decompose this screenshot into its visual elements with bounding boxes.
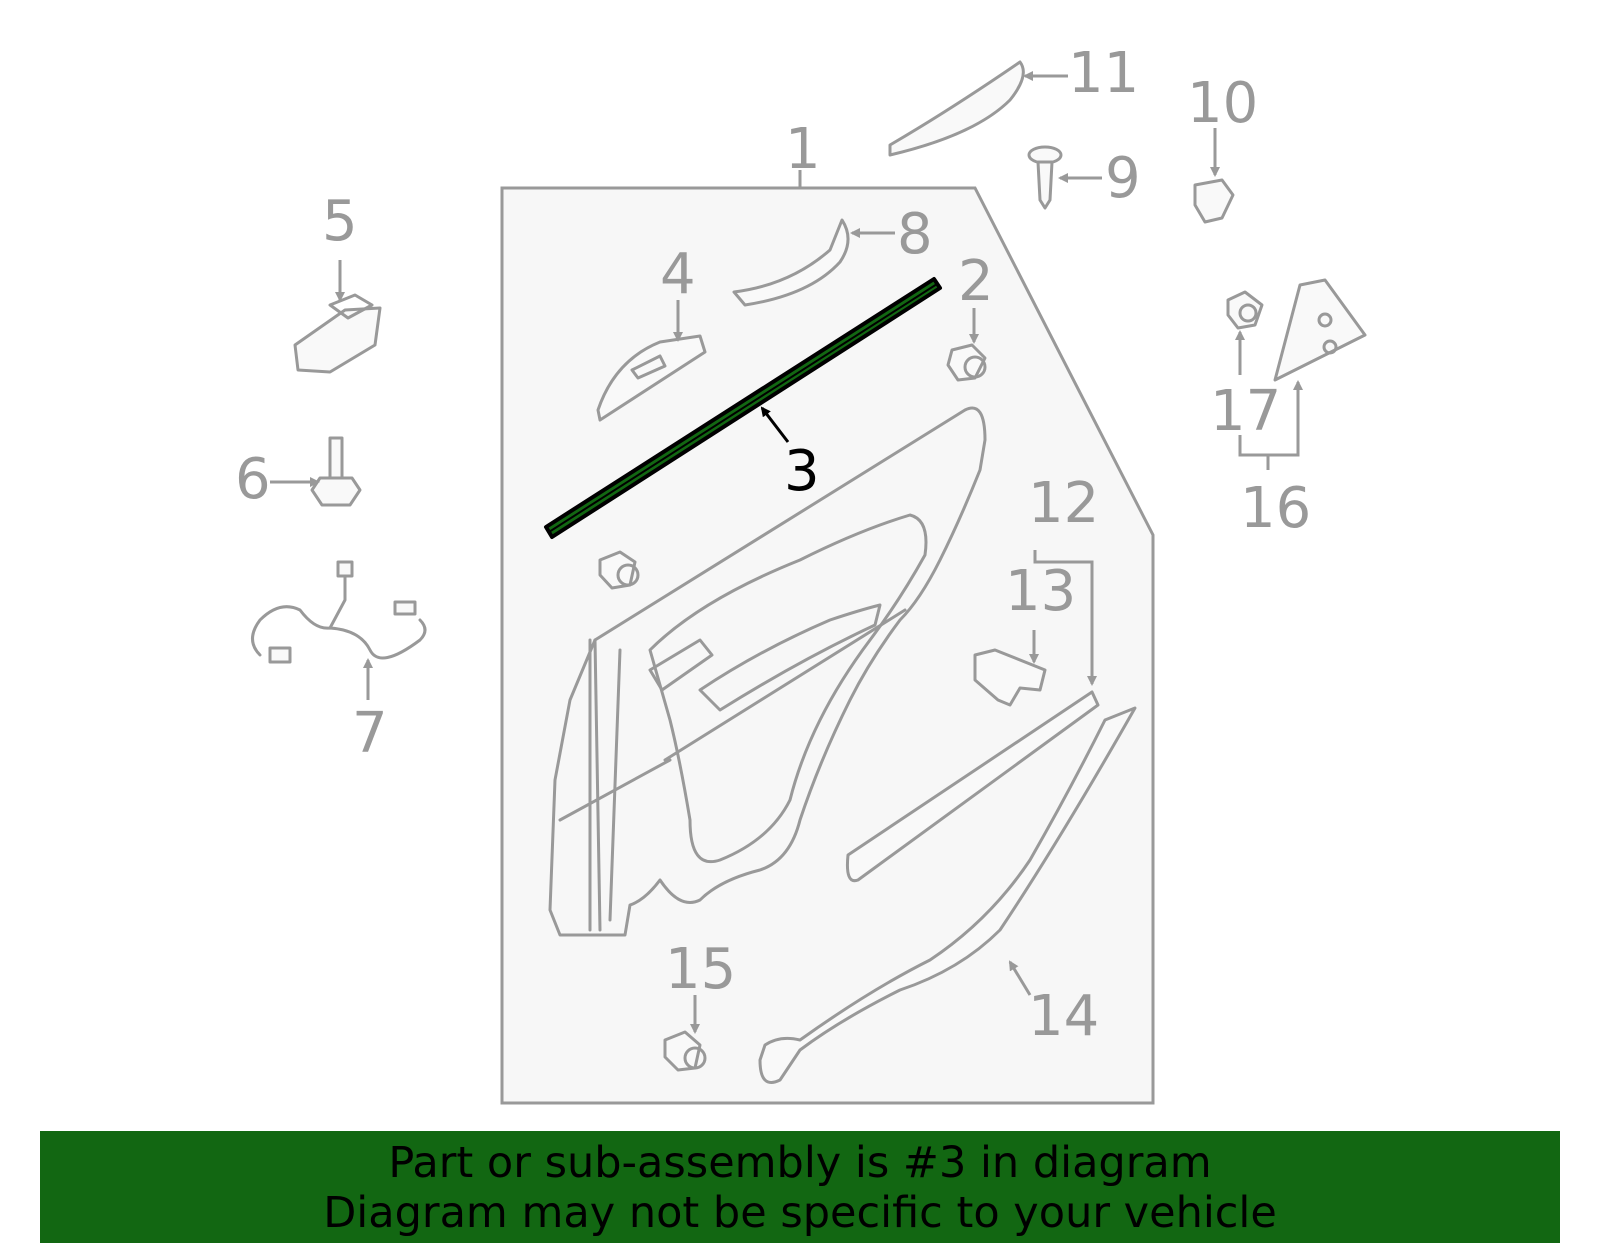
callout-10: 10 bbox=[1187, 71, 1258, 136]
part-14-garnish bbox=[758, 706, 1137, 1084]
part-9-screw bbox=[1027, 145, 1063, 210]
part-6-bolt bbox=[310, 436, 362, 507]
door-trim-panel bbox=[548, 406, 987, 937]
banner-line-1: Part or sub-assembly is #3 in diagram bbox=[388, 1138, 1212, 1188]
callout-8: 8 bbox=[897, 202, 933, 267]
part-4-bezel bbox=[596, 334, 707, 422]
part-10-nut bbox=[1193, 178, 1235, 224]
callout-15: 15 bbox=[665, 937, 736, 1002]
callout-11: 11 bbox=[1068, 41, 1139, 106]
callout-12: 12 bbox=[1028, 471, 1099, 536]
part-17-clip bbox=[1226, 290, 1264, 330]
callout-14: 14 bbox=[1028, 984, 1099, 1049]
clip-inside-panel bbox=[598, 550, 640, 590]
part-5-switch bbox=[293, 293, 382, 374]
part-13-clip bbox=[973, 648, 1047, 707]
callout-2: 2 bbox=[958, 249, 994, 314]
part-7-harness bbox=[251, 560, 427, 664]
callout-17: 17 bbox=[1210, 379, 1281, 444]
callout-1: 1 bbox=[785, 117, 821, 182]
part-8-trim bbox=[732, 218, 850, 307]
callout-16: 16 bbox=[1240, 476, 1311, 541]
callout-9: 9 bbox=[1105, 146, 1141, 211]
callout-5: 5 bbox=[322, 189, 358, 254]
part-15-clip bbox=[663, 1030, 707, 1072]
banner-line-2: Diagram may not be specific to your vehi… bbox=[323, 1188, 1277, 1238]
info-banner: Part or sub-assembly is #3 in diagram Di… bbox=[40, 1131, 1560, 1243]
part-2-clip bbox=[946, 343, 987, 382]
part-3-belt-weatherstrip[interactable] bbox=[544, 277, 942, 539]
callout-13: 13 bbox=[1005, 559, 1076, 624]
part-16-bracket bbox=[1273, 278, 1367, 382]
callout-6: 6 bbox=[235, 447, 271, 512]
callout-7: 7 bbox=[352, 701, 388, 766]
part-12-moulding bbox=[846, 690, 1100, 883]
assembly-panel bbox=[500, 186, 1155, 1105]
callout-4: 4 bbox=[660, 242, 696, 307]
callout-3: 3 bbox=[784, 439, 820, 504]
part-11-trim bbox=[888, 60, 1025, 157]
